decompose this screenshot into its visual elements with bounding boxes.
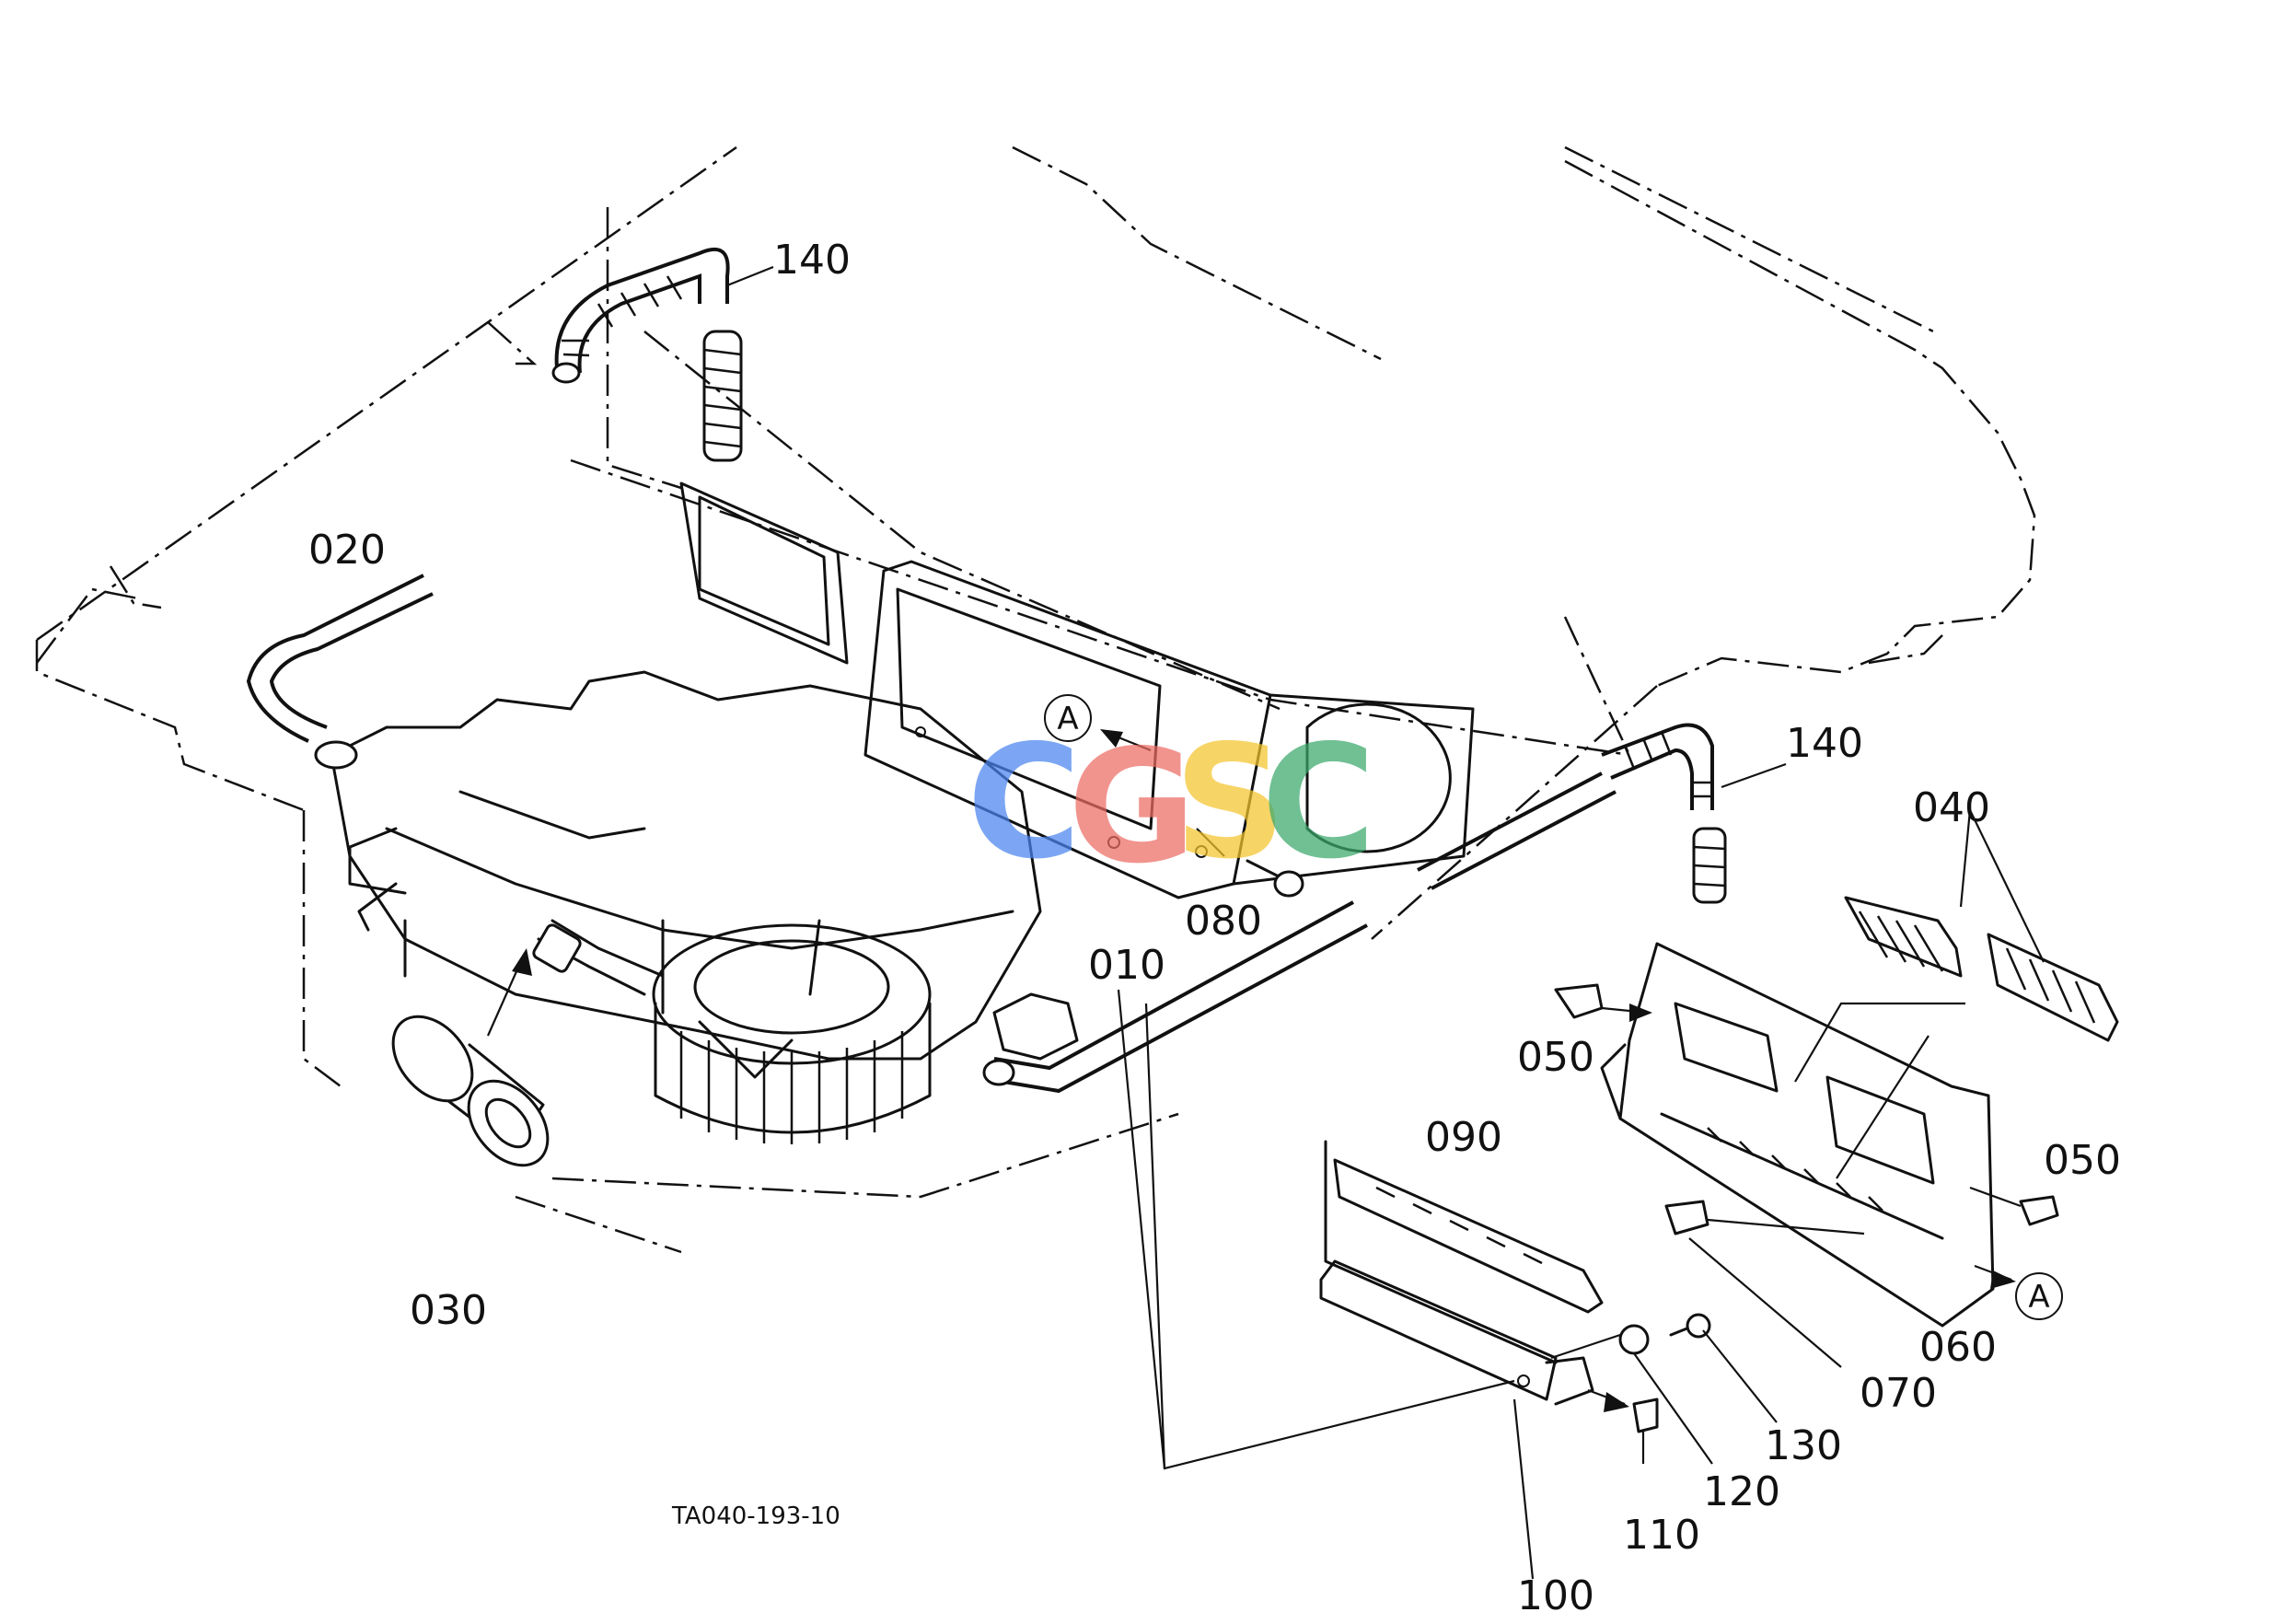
heater-unit (330, 670, 1079, 1144)
callout-120: 120 (1703, 1468, 1780, 1515)
callout-050-left: 050 (1517, 1034, 1594, 1081)
clip-050-right (1969, 1186, 2059, 1226)
callout-070: 070 (1860, 1370, 1937, 1417)
callout-020: 020 (308, 527, 386, 574)
hose-140-top (551, 248, 743, 462)
watermark-letter-c2: C (1261, 712, 1376, 894)
view-marker-letter: A (2028, 1279, 2049, 1316)
callout-040: 040 (1913, 784, 1990, 831)
callout-030: 030 (410, 1287, 487, 1334)
group-leader-010 (1117, 989, 1515, 1470)
screw-080 (1196, 828, 1304, 898)
clip-050-left (1554, 983, 1652, 1022)
drawing-reference: TA040-193-10 (671, 1502, 840, 1530)
callout-090: 090 (1425, 1114, 1502, 1161)
callout-050-right: 050 (2044, 1137, 2121, 1184)
callout-140-right: 140 (1786, 720, 1863, 767)
vent-bracket-060 (1600, 809, 2119, 1328)
plate-090 (1324, 1140, 1604, 1364)
view-arrow-A-top (1100, 729, 1152, 752)
pipe-020 (246, 574, 434, 770)
view-marker-A-top: A (1044, 694, 1092, 742)
callout-110: 110 (1623, 1512, 1700, 1559)
callout-010: 010 (1088, 942, 1165, 989)
bolt-110 (1587, 1388, 1659, 1464)
bracket-100 (1319, 1259, 1594, 1580)
duct-housing (679, 481, 1475, 899)
view-arrow-A-bottom (1974, 1264, 2016, 1289)
pipe-010 (982, 771, 1617, 1094)
hose-140-right (1601, 723, 1727, 904)
watermark: C G S C (967, 712, 1376, 899)
washer-120 (1550, 1324, 1713, 1465)
nut-070 (1664, 1200, 1865, 1368)
view-marker-letter: A (1057, 701, 1078, 737)
screw-130 (1669, 1313, 1778, 1423)
watermark-letter-c1: C (967, 712, 1082, 894)
watermark-letter-g: G (1068, 716, 1197, 899)
callout-130: 130 (1765, 1422, 1842, 1469)
callout-060: 060 (1919, 1324, 1997, 1371)
watermark-letter-s: S (1174, 712, 1286, 894)
view-marker-A-bottom: A (2015, 1272, 2063, 1320)
callout-leaders (726, 265, 1787, 789)
callout-140-top: 140 (773, 237, 851, 284)
callout-080: 080 (1185, 898, 1262, 945)
callout-100: 100 (1517, 1572, 1594, 1619)
sleeve-030 (391, 919, 665, 1167)
